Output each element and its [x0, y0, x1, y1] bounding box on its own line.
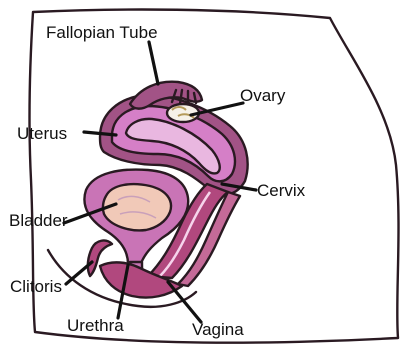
label-clitoris: Clitoris [10, 277, 62, 296]
leader-fallopian-tube [149, 42, 158, 84]
bladder-cavity [103, 184, 171, 230]
label-fallopian-tube: Fallopian Tube [46, 23, 158, 42]
label-bladder: Bladder [9, 211, 68, 230]
leader-vagina [168, 282, 201, 322]
label-urethra: Urethra [67, 316, 124, 335]
label-uterus: Uterus [17, 124, 67, 143]
label-ovary: Ovary [240, 86, 286, 105]
label-vagina: Vagina [192, 320, 244, 339]
label-cervix: Cervix [257, 181, 306, 200]
